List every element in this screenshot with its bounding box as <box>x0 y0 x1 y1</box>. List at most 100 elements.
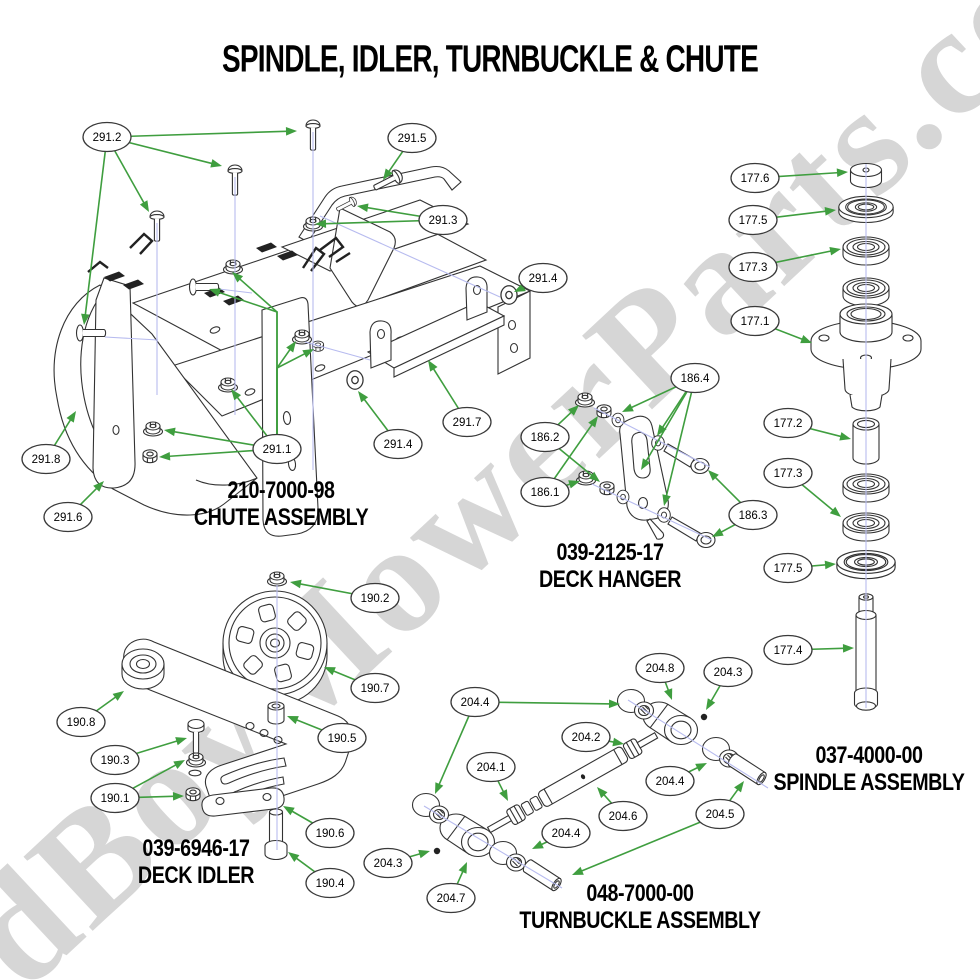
callout-291.8: 291.8 <box>21 411 76 475</box>
deck-hanger-part-number: 039-2125-17 <box>556 539 664 566</box>
turnbuckle-name: TURNBUCKLE ASSEMBLY <box>519 907 761 934</box>
arrowhead-icon <box>708 470 719 481</box>
arrowhead-icon <box>357 203 369 212</box>
arrowhead-icon <box>81 313 90 325</box>
arrowhead-icon <box>66 411 76 423</box>
caption-spindle: 037-4000-00 SPINDLE ASSEMBLY <box>773 742 964 796</box>
part-label-text: 190.5 <box>328 733 357 745</box>
callout-190.8: 190.8 <box>56 691 124 738</box>
chute-assembly-drawing <box>53 119 532 537</box>
part-label-ellipse <box>763 552 813 584</box>
part-label-text: 177.1 <box>741 316 770 328</box>
callout-177.3: 177.3 <box>763 457 841 517</box>
leader-line <box>276 351 309 449</box>
callout-204.8: 204.8 <box>635 652 685 700</box>
part-label-ellipse <box>43 501 93 533</box>
arrowhead-icon <box>662 494 671 506</box>
callout-204.6: 204.6 <box>597 787 648 832</box>
part-label-ellipse <box>305 867 355 899</box>
deck-hanger-drawing <box>574 392 716 549</box>
arrowhead-icon <box>93 481 104 492</box>
callout-204.1: 204.1 <box>466 751 516 801</box>
callout-291.4: 291.4 <box>358 391 423 460</box>
part-label-ellipse <box>728 204 778 236</box>
arrowhead-icon <box>695 763 707 772</box>
part-label-ellipse <box>373 428 423 460</box>
part-label-text: 177.3 <box>739 262 768 274</box>
part-label-ellipse <box>645 765 695 797</box>
arrowhead-icon <box>285 127 297 136</box>
part-label-text: 291.1 <box>263 444 292 456</box>
arrowhead-icon <box>588 471 600 482</box>
callout-177.6: 177.6 <box>730 162 848 194</box>
set-screw-left <box>433 847 441 855</box>
callout-190.6: 190.6 <box>283 806 355 849</box>
caption-deck-hanger: 039-2125-17 DECK HANGER <box>539 539 681 593</box>
arrowhead-icon <box>829 506 841 517</box>
arrowhead-icon <box>428 360 438 372</box>
callout-291.2: 291.2 <box>81 121 297 325</box>
spindle-part-number: 037-4000-00 <box>815 742 923 769</box>
callout-177.3: 177.3 <box>728 247 841 283</box>
arrowhead-icon <box>302 349 314 358</box>
leader-line <box>84 136 108 319</box>
arrowhead-icon <box>164 427 176 437</box>
part-label-ellipse <box>363 847 413 879</box>
part-label-ellipse <box>82 121 132 153</box>
part-label-ellipse <box>541 817 591 849</box>
part-label-ellipse <box>561 721 611 753</box>
caption-turnbuckle: 048-7000-00 TURNBUCKLE ASSEMBLY <box>519 880 761 934</box>
leader-line <box>643 377 696 465</box>
part-label-ellipse <box>763 457 813 489</box>
part-label-ellipse <box>305 817 355 849</box>
callout-204.4: 204.4 <box>532 817 591 849</box>
callout-204.2: 204.2 <box>561 721 624 753</box>
leader-line <box>106 130 291 138</box>
caption-chute: 210-7000-98 CHUTE ASSEMBLY <box>193 477 369 531</box>
arrowhead-icon <box>734 781 744 793</box>
page-title: SPINDLE, IDLER, TURNBUCKLE & CHUTE <box>222 38 759 81</box>
callout-186.2: 186.2 <box>520 405 600 482</box>
arrowhead-icon <box>612 737 624 747</box>
part-label-text: 291.6 <box>54 512 83 524</box>
part-label-ellipse <box>728 499 778 531</box>
arrowhead-icon <box>209 288 221 297</box>
part-label-ellipse <box>387 122 437 154</box>
callout-177.5: 177.5 <box>728 204 836 236</box>
part-label-text: 177.3 <box>774 468 803 480</box>
chute-assembly-name: CHUTE ASSEMBLY <box>193 504 369 531</box>
callout-291.3: 291.3 <box>315 203 468 236</box>
arrowhead-icon <box>641 458 651 470</box>
idler-spacer <box>267 701 285 725</box>
turnbuckle-drawing <box>411 688 769 893</box>
callout-190.5: 190.5 <box>287 716 367 754</box>
part-label-ellipse <box>466 751 516 783</box>
spindle-name: SPINDLE ASSEMBLY <box>773 769 965 796</box>
part-label-text: 291.4 <box>529 273 558 285</box>
part-label-text: 291.7 <box>453 417 482 429</box>
arrowhead-icon <box>568 480 580 489</box>
arrowhead-icon <box>286 341 296 353</box>
callout-177.5: 177.5 <box>763 552 836 584</box>
part-label-text: 204.1 <box>477 762 506 774</box>
callout-204.4: 204.4 <box>435 686 620 794</box>
part-label-text: 186.3 <box>739 510 768 522</box>
arrowhead-icon <box>706 698 716 710</box>
idler-arm <box>121 638 353 813</box>
part-label-text: 291.3 <box>429 215 458 227</box>
part-label-ellipse <box>350 582 400 614</box>
turnbuckle-part-number: 048-7000-00 <box>586 880 694 907</box>
callout-291.5: 291.5 <box>383 122 437 180</box>
arrowhead-icon <box>283 806 295 816</box>
callout-291.4: 291.4 <box>514 262 568 294</box>
arrowhead-icon <box>210 159 222 168</box>
chute-handle <box>298 165 462 243</box>
arrowhead-icon <box>572 866 584 875</box>
part-label-text: 204.4 <box>656 776 685 788</box>
part-label-text: 190.2 <box>361 593 390 605</box>
part-label-ellipse <box>763 407 813 439</box>
part-label-text: 190.3 <box>101 755 130 767</box>
